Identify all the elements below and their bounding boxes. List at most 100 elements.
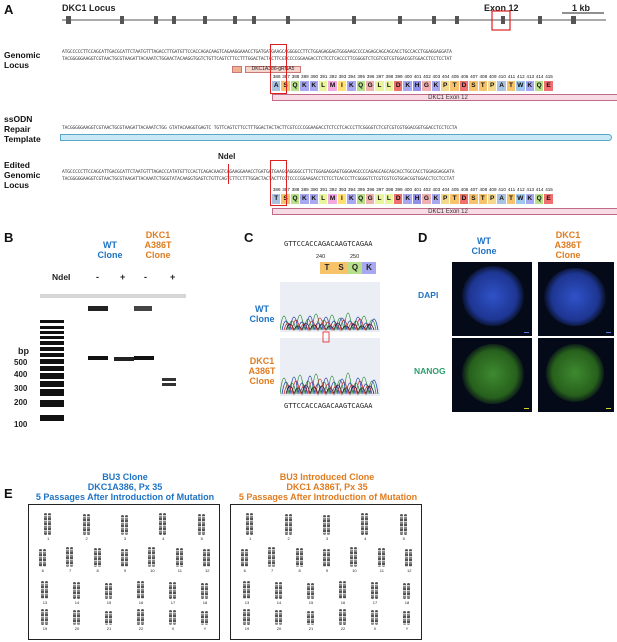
chromosome-label: 9 xyxy=(123,568,127,573)
chromosome xyxy=(159,513,163,535)
amino-acid-cell: D xyxy=(394,194,404,204)
position-number: 400 xyxy=(404,74,412,79)
chromosome-label: 22 xyxy=(340,626,346,631)
ladder-label: 100 xyxy=(14,420,28,429)
chromosome xyxy=(244,549,248,567)
position-number: 393 xyxy=(338,187,347,192)
amino-acid-cell: I xyxy=(337,194,348,204)
chromosome xyxy=(375,610,378,625)
amino-acid-cell: Q xyxy=(356,194,366,204)
edited-seq-bottom: TACGGGGGAAGGTCGTAACTGCGTAAGATTACAAATCTGG… xyxy=(62,177,455,182)
chromosome xyxy=(407,611,410,625)
chromosome-label: 8 xyxy=(298,568,301,573)
chromosome xyxy=(275,610,278,625)
amino-acid-cell: K xyxy=(300,81,310,91)
chromosome xyxy=(323,515,326,535)
panel-e-letter: E xyxy=(4,486,13,501)
chromosome xyxy=(173,582,176,599)
position-number: 402 xyxy=(423,187,431,192)
chromosome xyxy=(205,583,208,599)
chromosome xyxy=(375,582,378,599)
genomic-seq-top: ATGCCCCCTTCCAGCATTGACGCATTCTAATGTTTAGACC… xyxy=(62,50,452,55)
position-number: 391 xyxy=(319,187,328,192)
chromosome xyxy=(125,515,128,535)
position-number: 400 xyxy=(404,187,412,192)
chromatogram-seq-bottom: GTTCCACCAGACAAGTCAGAA xyxy=(284,402,373,410)
position-number: 404 xyxy=(441,187,450,192)
chromosome xyxy=(307,583,310,599)
amino-acid-cell: T xyxy=(478,194,488,204)
wt-trace xyxy=(280,312,379,332)
chromosome xyxy=(284,514,288,535)
position-number: 411 xyxy=(507,74,516,79)
chromosome xyxy=(44,513,48,535)
amino-acid-cell: K xyxy=(403,81,413,91)
chromosome-label: 5 xyxy=(402,536,405,541)
gel-ndei-label: NdeI xyxy=(52,272,71,282)
panel-d-letter: D xyxy=(418,230,428,245)
position-number: 396 xyxy=(366,74,375,79)
chromosome xyxy=(179,548,183,567)
amino-acid-cell: K xyxy=(347,81,357,91)
chromosome xyxy=(403,514,407,535)
amino-acid-cell: I xyxy=(337,81,348,91)
amino-acid-cell: S xyxy=(469,194,479,204)
chromosome xyxy=(339,609,342,625)
ssodn-seq: TACGGGGGAAGGTCGTAACTGCGTAAGATTACAAATCTGG… xyxy=(62,126,457,131)
chromosome xyxy=(141,609,144,625)
edited-codon-highlight xyxy=(270,160,287,206)
chromosome xyxy=(77,582,80,599)
position-number: 401 xyxy=(413,74,422,79)
chromosome xyxy=(250,513,254,535)
amino-acid-cell: T xyxy=(450,81,460,91)
chromosome-label: 1 xyxy=(249,536,252,541)
amino-acid-cell: D xyxy=(394,81,404,91)
ladder-label: 500 xyxy=(14,358,28,367)
chromosome xyxy=(66,547,70,567)
lane-sign: + xyxy=(120,272,126,282)
ladder-label: 300 xyxy=(14,384,28,393)
position-number: 398 xyxy=(385,74,394,79)
grna-label: DKC1A386-gRNA5 xyxy=(251,66,295,72)
exon-block xyxy=(172,16,176,24)
dapi-label: DAPI xyxy=(418,290,439,300)
amino-acid-cell: K xyxy=(431,81,442,91)
chromosome-label: 18 xyxy=(202,600,208,605)
chromosome xyxy=(203,549,207,567)
chromosome xyxy=(279,610,282,625)
chromosome xyxy=(141,581,144,599)
chromosome-label: 14 xyxy=(276,600,282,605)
dapi-wt-image xyxy=(452,262,532,336)
amino-acid-cell: D xyxy=(459,81,470,91)
chromosome xyxy=(73,582,76,599)
karyotype-left-title-2: DKC1A386, Px 35 xyxy=(87,482,163,492)
chromosome xyxy=(173,610,176,625)
exon-12-bar-label: DKC1 Exon 12 xyxy=(428,209,468,215)
amino-acid-cell: D xyxy=(459,194,470,204)
exon-12-bar-label: DKC1 Exon 12 xyxy=(428,95,468,101)
amino-acid-cell: W xyxy=(516,194,526,204)
exon-block xyxy=(286,16,290,24)
chromosome xyxy=(77,610,80,625)
lane-sign: + xyxy=(170,272,176,282)
position-number: 390 xyxy=(310,74,319,79)
ladder-bands xyxy=(40,320,64,421)
chromosome xyxy=(105,583,108,599)
chromosome xyxy=(205,611,208,625)
amino-acid-cell: A xyxy=(497,81,507,91)
amino-acid-cell: G xyxy=(365,81,376,91)
position-number: 410 xyxy=(498,187,506,192)
chromosome xyxy=(201,583,204,599)
chromosome xyxy=(311,611,314,625)
chromosome xyxy=(354,547,358,567)
position-number: 407 xyxy=(470,187,478,192)
chromosome xyxy=(45,609,48,625)
chromosome xyxy=(343,581,346,599)
exon-block xyxy=(352,16,356,24)
amino-acid-cell: Q xyxy=(290,194,301,204)
position-number: 398 xyxy=(385,187,394,192)
amino-acid-cell: K xyxy=(431,194,442,204)
